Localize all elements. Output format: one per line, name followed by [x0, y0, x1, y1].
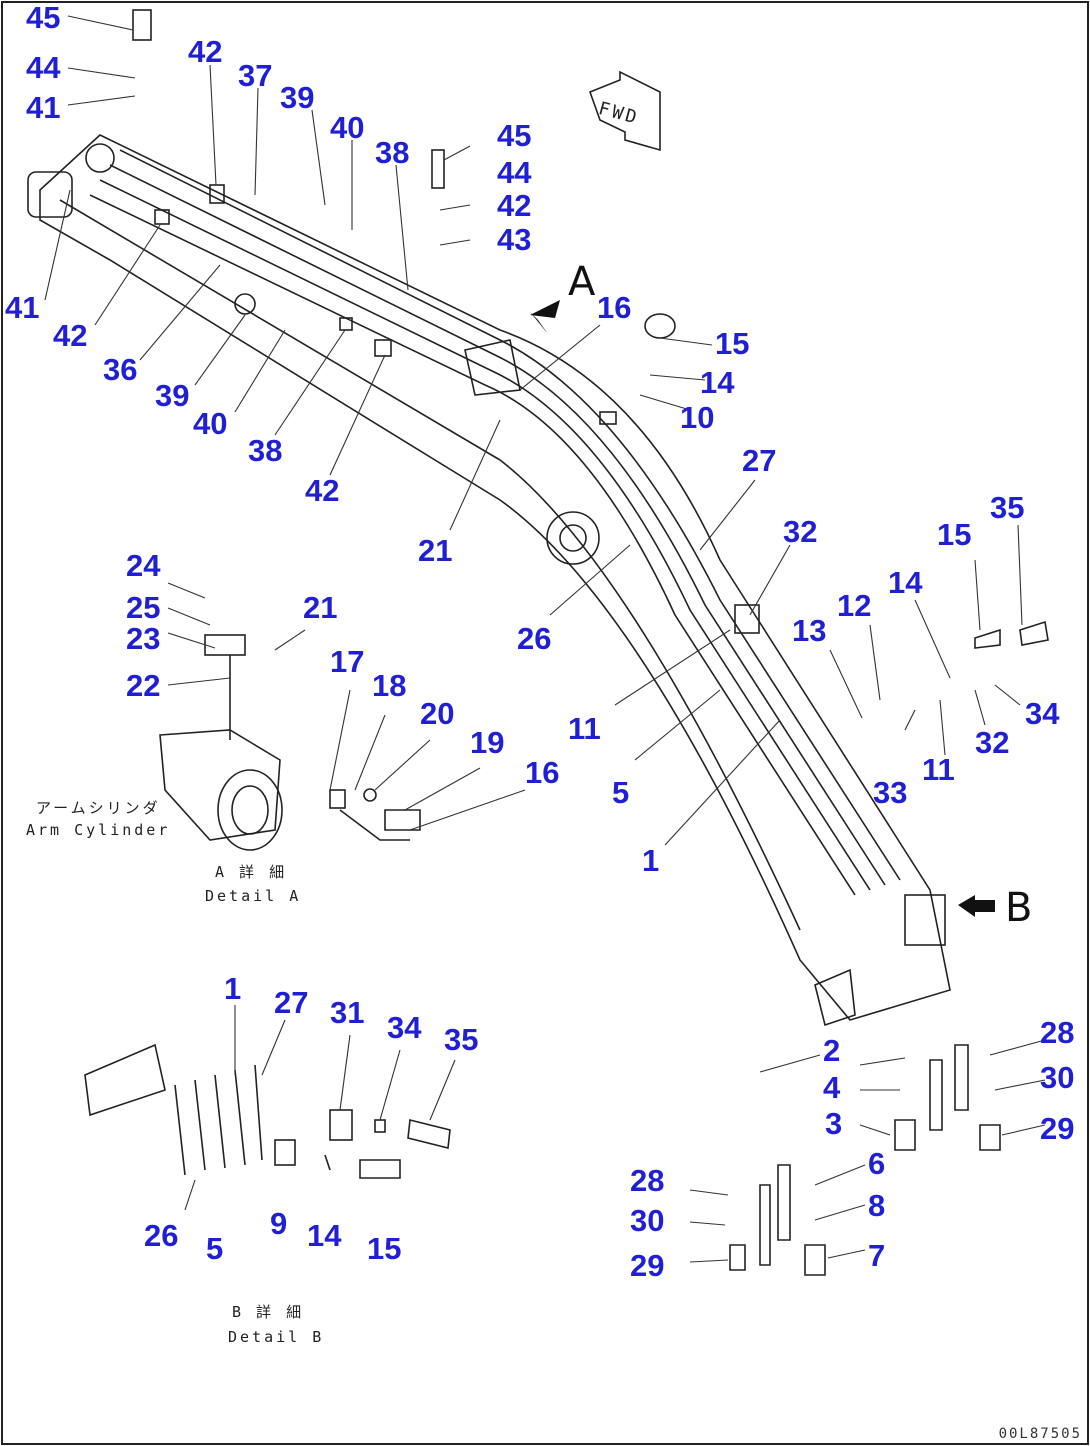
callout-1-main: 1	[642, 843, 660, 878]
callout-10: 10	[680, 400, 715, 435]
arm-cylinder-label-jp: アームシリンダ	[36, 799, 161, 817]
callout-18: 18	[372, 668, 407, 703]
callout-29-left: 29	[630, 1248, 665, 1283]
callout-16-detail-a: 16	[525, 755, 560, 790]
callout-42-left: 42	[53, 318, 88, 353]
view-letter-a: A	[568, 259, 596, 305]
callout-27-detail-b: 27	[274, 985, 309, 1020]
callout-42-mid: 42	[497, 188, 532, 223]
callout-30-right: 30	[1040, 1060, 1075, 1095]
callout-45-top: 45	[26, 0, 61, 35]
callout-11-right: 11	[922, 752, 955, 787]
callout-11-main: 11	[568, 711, 601, 746]
callout-42-low: 42	[305, 473, 340, 508]
callout-15-detail-b: 15	[367, 1231, 402, 1266]
callout-19: 19	[470, 725, 505, 760]
callout-7: 7	[868, 1238, 886, 1273]
callout-43: 43	[497, 222, 532, 257]
callout-3: 3	[825, 1106, 843, 1141]
callout-13: 13	[792, 613, 827, 648]
callout-4: 4	[823, 1070, 841, 1105]
callout-8: 8	[868, 1188, 886, 1223]
callout-5-main: 5	[612, 775, 630, 810]
callout-29-right: 29	[1040, 1111, 1075, 1146]
callout-26-main: 26	[517, 621, 552, 656]
callout-33: 33	[873, 775, 908, 810]
callout-40-top: 40	[330, 110, 365, 145]
callout-23: 23	[126, 621, 161, 656]
callout-14-top: 14	[700, 365, 735, 400]
callout-30-left: 30	[630, 1203, 665, 1238]
callout-34-detail-b: 34	[387, 1010, 422, 1045]
callout-32-right: 32	[975, 725, 1010, 760]
callout-25: 25	[126, 590, 161, 625]
callout-27-main: 27	[742, 443, 777, 478]
callout-17: 17	[330, 644, 365, 679]
arm-cylinder-label-en: Arm Cylinder	[26, 821, 171, 839]
callout-14-detail-b: 14	[307, 1218, 342, 1253]
detail-b-caption-jp: B 詳 細	[232, 1303, 305, 1321]
callout-39-top: 39	[280, 80, 315, 115]
callout-26-detail-b: 26	[144, 1218, 179, 1253]
callout-28-right: 28	[1040, 1015, 1075, 1050]
callout-39-low: 39	[155, 378, 190, 413]
callout-20: 20	[420, 696, 455, 731]
callout-2: 2	[823, 1033, 841, 1068]
callout-1-detail-b: 1	[224, 971, 242, 1006]
callout-40-low: 40	[193, 406, 228, 441]
detail-b-caption-en: Detail B	[228, 1328, 325, 1346]
callout-32-main: 32	[783, 514, 818, 549]
callout-44-mid: 44	[497, 155, 532, 190]
callout-35-detail-b: 35	[444, 1022, 479, 1057]
detail-a-caption-en: Detail A	[205, 887, 302, 905]
callout-5-detail-b: 5	[206, 1231, 224, 1266]
callout-41-left: 41	[5, 290, 40, 325]
callout-31: 31	[330, 995, 365, 1030]
callout-45-mid: 45	[497, 118, 532, 153]
callout-28-left: 28	[630, 1163, 665, 1198]
callout-21-main: 21	[418, 533, 453, 568]
callout-22: 22	[126, 668, 161, 703]
callout-44-top: 44	[26, 50, 61, 85]
callout-15-right: 15	[937, 517, 972, 552]
view-letter-b: B	[1005, 885, 1033, 931]
drawing-code: 00L87505	[998, 1426, 1082, 1442]
callout-21-detail-a: 21	[303, 590, 338, 625]
detail-a-caption-jp: A 詳 細	[215, 863, 288, 881]
callout-12: 12	[837, 588, 872, 623]
callout-15-top: 15	[715, 326, 750, 361]
callout-6: 6	[868, 1146, 886, 1181]
callout-38-low: 38	[248, 433, 283, 468]
callout-42-top: 42	[188, 34, 223, 69]
callout-35-right: 35	[990, 490, 1025, 525]
callout-37: 37	[238, 58, 273, 93]
callout-34-right: 34	[1025, 696, 1060, 731]
callout-9: 9	[270, 1206, 288, 1241]
callout-36: 36	[103, 352, 138, 387]
callout-41-top: 41	[26, 90, 61, 125]
callout-38-top: 38	[375, 135, 410, 170]
callout-16-top: 16	[597, 290, 632, 325]
callout-24: 24	[126, 548, 161, 583]
callout-14-right: 14	[888, 565, 923, 600]
